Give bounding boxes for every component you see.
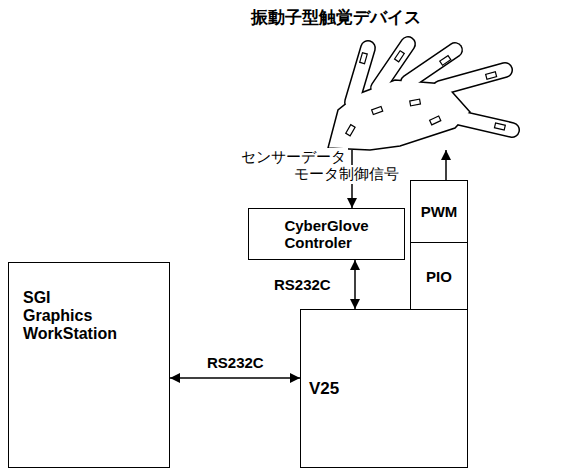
signal-arrow <box>351 150 353 208</box>
signal-label: モータ制御信号 <box>292 165 401 184</box>
pwm-box: PWM <box>410 180 468 243</box>
workstation-box: SGI Graphics WorkStation <box>8 262 170 468</box>
box-label: PIO <box>426 268 452 285</box>
signal-label: RS232C <box>205 354 266 371</box>
device-heading: 振動子型触覚デバイス <box>251 6 421 29</box>
signal-arrow <box>445 150 447 180</box>
pio-box: PIO <box>410 242 468 310</box>
box-label: SGI Graphics WorkStation <box>23 289 117 343</box>
vibrator-motors <box>346 51 506 136</box>
signal-arrow <box>170 377 300 379</box>
finger-fills <box>352 44 512 130</box>
controller-box: CyberGlove Controler <box>248 208 405 260</box>
cpu-box: V25 <box>300 309 468 468</box>
signal-arrow <box>354 260 356 309</box>
signal-label: RS232C <box>272 276 333 293</box>
box-label: V25 <box>309 379 339 399</box>
signal-label: センサーデータ <box>239 148 348 167</box>
box-label: CyberGlove Controler <box>284 217 368 251</box>
device-illustration: 振動子型触覚デバイス <box>245 4 535 150</box>
box-label: PWM <box>421 203 458 220</box>
